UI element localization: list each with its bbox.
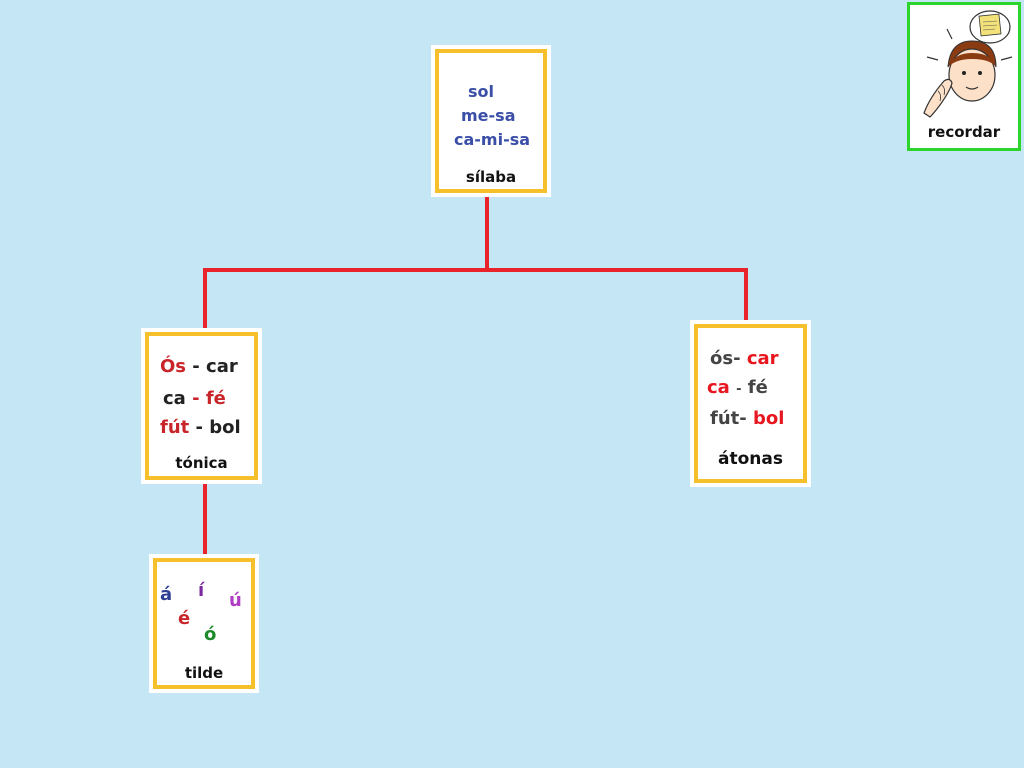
row-futbol: fút - bol — [160, 417, 241, 438]
syllable-unstressed: bol — [209, 417, 241, 438]
row-cafe-atona: ca - fé — [707, 377, 768, 398]
syllable-stressed: Ós — [160, 356, 187, 377]
connector-tonica-tilde — [203, 483, 207, 555]
connector-root-down — [485, 196, 489, 271]
letter-i-accent: í — [198, 580, 205, 601]
card-atonas-label: átonas — [718, 449, 783, 469]
card-silaba-label: sílaba — [465, 168, 517, 186]
connector-right-down — [744, 268, 748, 322]
row-futbol-atona: fút- bol — [710, 408, 784, 429]
syllable-stressed: ós- — [710, 348, 741, 369]
card-atonas-border — [694, 324, 807, 483]
card-silaba[interactable]: sol me-sa ca-mi-sa sílaba — [431, 45, 551, 197]
syllable-stressed: fút- — [710, 408, 747, 429]
syllable-sep: - — [186, 356, 207, 377]
syllable-unstressed: ca — [163, 388, 186, 409]
letter-e-accent: é — [178, 608, 191, 629]
syllable-unstressed: car — [746, 348, 779, 369]
syllable-unstressed: bol — [753, 408, 785, 429]
word-sol: sol — [468, 82, 494, 101]
card-silaba-border — [435, 49, 547, 193]
thinking-person-icon — [923, 10, 1013, 118]
connector-left-down — [203, 268, 207, 330]
letter-u-accent: ú — [229, 590, 242, 611]
syllable-stressed: fé — [205, 388, 226, 409]
recordar-label: recordar — [927, 123, 1001, 141]
card-atonas[interactable]: ós- car ca - fé fút- bol átonas — [690, 320, 811, 487]
card-tonica-border — [145, 332, 258, 480]
row-oscar-atona: ós- car — [710, 348, 779, 369]
syllable-unstressed: ca — [707, 377, 730, 398]
row-oscar: Ós - car — [160, 356, 238, 377]
row-cafe: ca - fé — [163, 388, 226, 409]
card-tilde-border — [153, 558, 255, 689]
syllable-stressed: fé — [747, 377, 768, 398]
card-tilde-label: tilde — [184, 664, 224, 682]
card-tonica[interactable]: Ós - car ca - fé fút - bol tónica — [141, 328, 262, 484]
letter-o-accent: ó — [204, 624, 217, 645]
syllable-sep: - — [189, 417, 210, 438]
syllable-sep: - — [185, 388, 206, 409]
syllable-unstressed: car — [206, 356, 238, 377]
connector-horizontal — [204, 268, 748, 272]
letter-a-accent: á — [160, 584, 173, 605]
recordar-button[interactable]: recordar — [907, 2, 1021, 151]
word-camisa: ca-mi-sa — [454, 130, 531, 149]
syllable-stressed: fút — [160, 417, 190, 438]
word-mesa: me-sa — [461, 106, 516, 125]
card-tonica-label: tónica — [175, 454, 228, 472]
card-tilde[interactable]: á í ú é ó tilde — [149, 554, 259, 693]
syllable-sep: - — [736, 382, 742, 397]
